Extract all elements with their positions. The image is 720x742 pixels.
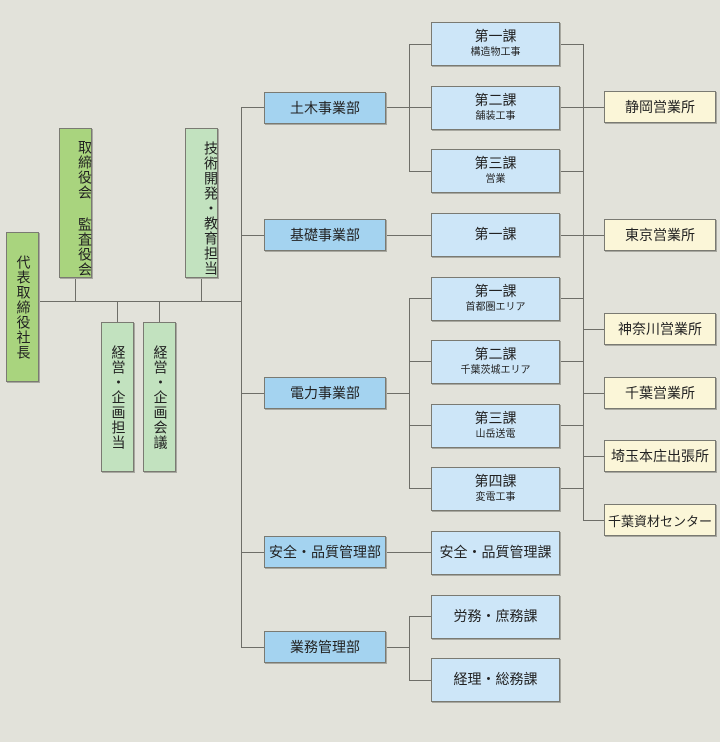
connector-line	[409, 616, 431, 617]
connector-line	[241, 107, 264, 108]
section-name: 第一課	[474, 28, 517, 45]
connector-line	[583, 520, 604, 521]
section-name: 第二課	[474, 92, 517, 109]
connector-line	[409, 298, 410, 488]
connector-line	[560, 107, 583, 108]
connector-line	[39, 301, 241, 302]
office-chiba-materials: 千葉資材センター	[604, 504, 716, 536]
office-tokyo: 東京営業所	[604, 219, 716, 251]
section-box: 第一課	[431, 213, 560, 257]
dept-power: 電力事業部	[264, 377, 386, 409]
section-name: 第四課	[474, 473, 517, 490]
connector-line	[241, 393, 264, 394]
connector-line	[583, 107, 604, 108]
office-shizuoka: 静岡営業所	[604, 91, 716, 123]
connector-line	[241, 552, 264, 553]
connector-line	[386, 235, 431, 236]
section-box: 安全・品質管理課	[431, 531, 560, 575]
connector-line	[583, 456, 604, 457]
connector-line	[201, 278, 202, 301]
section-name: 第三課	[474, 155, 517, 172]
section-box: 第四課 変電工事	[431, 467, 560, 511]
connector-line	[409, 616, 410, 680]
connector-line	[409, 361, 431, 362]
mgmt-meeting-box: 経営・企画会議	[143, 322, 176, 472]
connector-line	[409, 488, 431, 489]
connector-line	[75, 278, 76, 301]
section-box: 第三課 営業	[431, 149, 560, 193]
connector-line	[409, 44, 410, 171]
section-sub: 首都圏エリア	[465, 301, 526, 313]
section-name: 第一課	[474, 283, 517, 300]
connector-line	[159, 301, 160, 322]
board-box: 取締役会 監査役会	[59, 128, 92, 278]
connector-line	[560, 171, 583, 172]
section-box: 第一課 構造物工事	[431, 22, 560, 66]
dept-safety-quality: 安全・品質管理部	[264, 536, 386, 568]
connector-line	[560, 361, 583, 362]
section-sub: 営業	[485, 173, 506, 185]
connector-line	[117, 301, 118, 322]
connector-line	[560, 425, 583, 426]
section-box: 経理・総務課	[431, 658, 560, 702]
office-kanagawa: 神奈川営業所	[604, 313, 716, 345]
connector-line	[409, 171, 431, 172]
section-box: 第三課 山岳送電	[431, 404, 560, 448]
connector-line	[386, 393, 409, 394]
connector-line	[409, 425, 431, 426]
connector-line	[583, 329, 604, 330]
section-box: 労務・庶務課	[431, 595, 560, 639]
section-name: 第二課	[474, 346, 517, 363]
office-saitama-honjo: 埼玉本庄出張所	[604, 440, 716, 472]
connector-line	[560, 235, 583, 236]
president-box: 代表取締役社長	[6, 232, 39, 382]
connector-line	[409, 680, 431, 681]
section-box: 第二課 千葉茨城エリア	[431, 340, 560, 384]
connector-line	[560, 298, 583, 299]
connector-line	[409, 298, 431, 299]
dept-foundation: 基礎事業部	[264, 219, 386, 251]
section-sub: 山岳送電	[475, 428, 516, 440]
section-name: 経理・総務課	[453, 671, 538, 688]
section-sub: 変電工事	[475, 491, 516, 503]
connector-line	[386, 107, 431, 108]
dept-civil: 土木事業部	[264, 92, 386, 124]
section-box: 第一課 首都圏エリア	[431, 277, 560, 321]
connector-line	[386, 552, 431, 553]
connector-line	[583, 235, 604, 236]
section-box: 第二課 舗装工事	[431, 86, 560, 130]
connector-line	[241, 107, 242, 648]
section-sub: 千葉茨城エリア	[460, 364, 531, 376]
mgmt-planning-box: 経営・企画担当	[101, 322, 134, 472]
section-sub: 構造物工事	[470, 46, 521, 58]
connector-line	[409, 44, 431, 45]
connector-line	[241, 647, 264, 648]
section-name: 第一課	[474, 226, 517, 243]
tech-dev-box: 技術開発・教育担当	[185, 128, 218, 278]
connector-line	[583, 44, 584, 520]
section-name: 労務・庶務課	[453, 608, 538, 625]
connector-line	[560, 488, 583, 489]
office-chiba: 千葉営業所	[604, 377, 716, 409]
connector-line	[583, 393, 604, 394]
connector-line	[386, 647, 409, 648]
section-name: 第三課	[474, 410, 517, 427]
section-name: 安全・品質管理課	[439, 544, 552, 561]
connector-line	[560, 44, 583, 45]
connector-line	[241, 235, 264, 236]
section-sub: 舗装工事	[475, 110, 516, 122]
dept-business-admin: 業務管理部	[264, 631, 386, 663]
